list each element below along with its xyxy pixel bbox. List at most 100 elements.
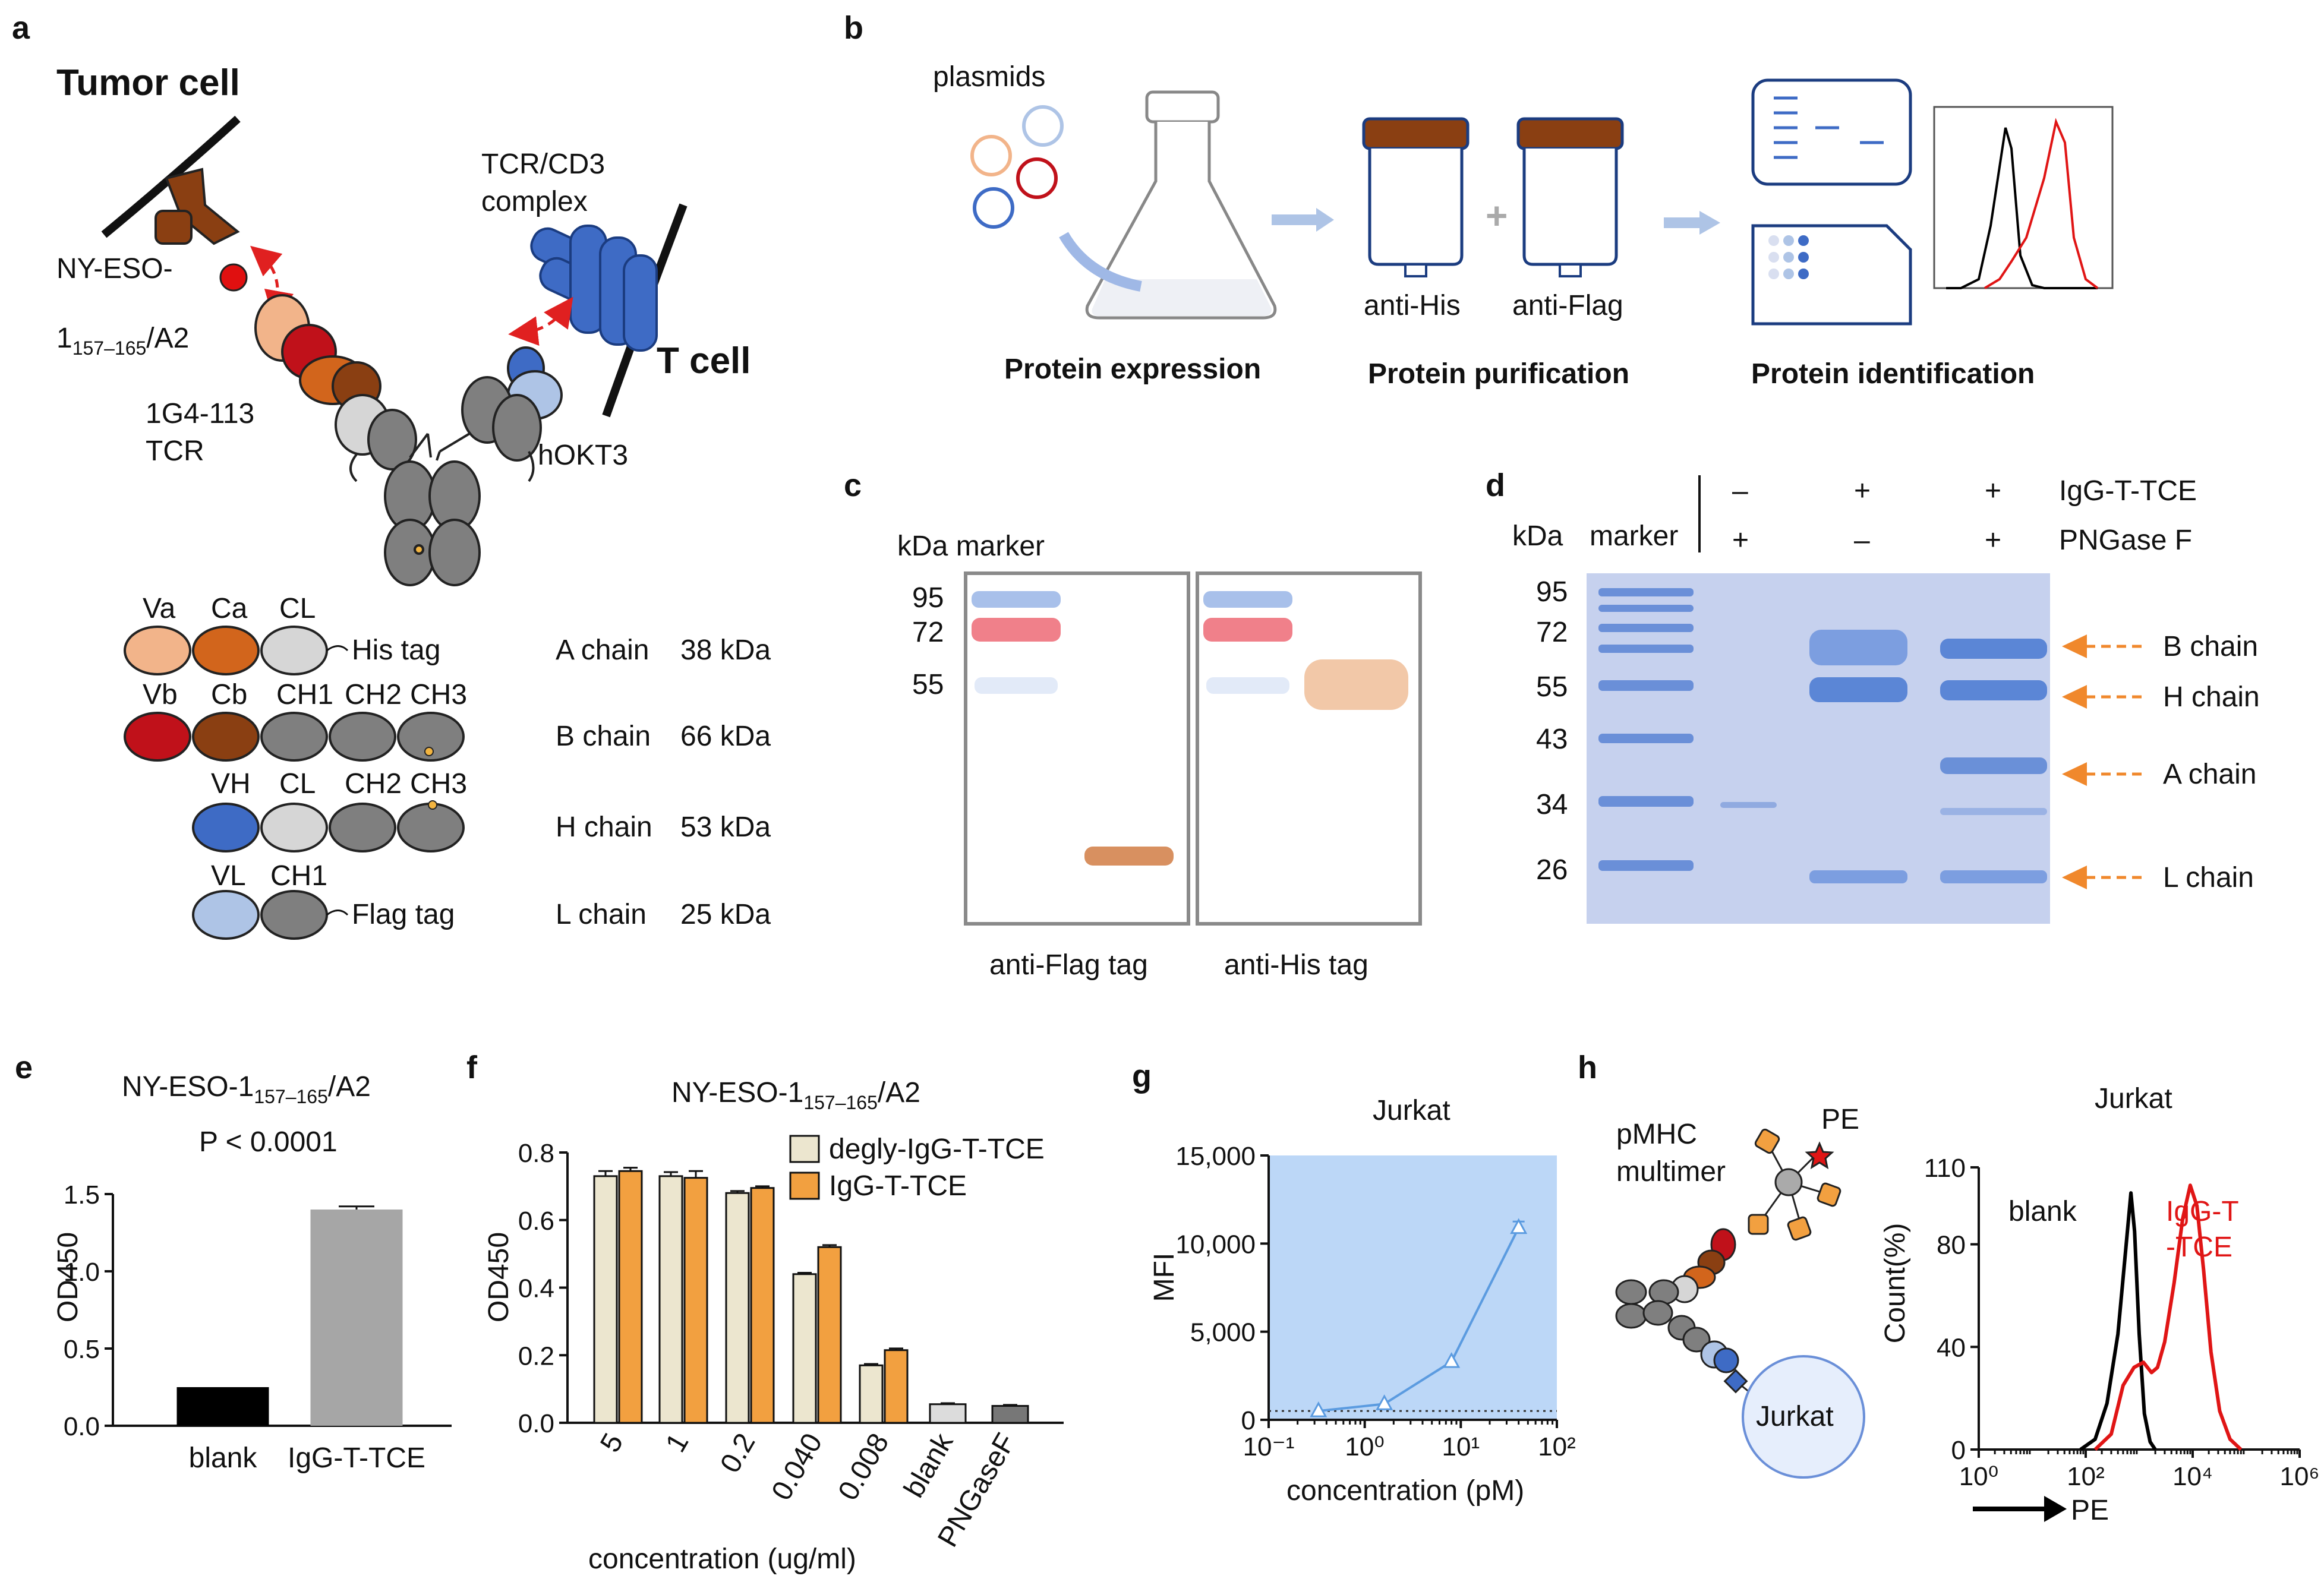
panel-d: d – + + IgG-T-TCE kDa marker + – + PNGas… xyxy=(1486,468,2260,924)
chain-h-label: H chain xyxy=(556,811,652,843)
flag-column-icon xyxy=(1516,117,1624,277)
igg-t-tce-molecule-icon xyxy=(254,294,563,586)
chart-g-ylabel: MFI xyxy=(1149,1253,1180,1302)
chart-f-xtick-label: blank xyxy=(898,1428,960,1503)
lane1-row2: + xyxy=(1732,525,1749,556)
domain-cb: Cb xyxy=(211,679,247,711)
chart-f-xtick-label: 0.2 xyxy=(714,1428,761,1478)
gel-mw-55: 55 xyxy=(1536,671,1568,703)
band-label-b: B chain xyxy=(2163,631,2258,662)
chart-g-line xyxy=(1318,1227,1520,1413)
antigen-subscript: 157–165 xyxy=(72,337,147,359)
chart-f-title-main: NY-ESO-1 xyxy=(671,1077,803,1109)
gel-marker-lane xyxy=(1598,588,1694,871)
chart-e-xtick-label: blank xyxy=(189,1442,258,1474)
step-expression: Protein expression xyxy=(1004,353,1261,385)
domain-vl: VL xyxy=(211,860,246,892)
peptide-icon xyxy=(219,263,248,292)
lane3-row1: + xyxy=(1985,475,2001,507)
chart-f-ylabel: OD450 xyxy=(483,1232,515,1322)
chart-f-bar xyxy=(991,1405,1029,1424)
hole-icon xyxy=(428,800,437,810)
chart-g-ytick-label: 5,000 xyxy=(1190,1318,1256,1347)
antigen-label-2: 1157–165/A2 xyxy=(56,323,189,359)
chart-f-ytick-label: 0.2 xyxy=(518,1341,554,1371)
panel-f-label: f xyxy=(466,1050,478,1085)
pmhc-label-1: pMHC xyxy=(1616,1119,1697,1150)
blot-label-his: anti-His tag xyxy=(1224,949,1368,981)
chart-h-ytick-label: 40 xyxy=(1937,1333,1966,1362)
chart-g-ytick-label: 15,000 xyxy=(1175,1142,1256,1171)
tcr-cd3-label-1: TCR/CD3 xyxy=(481,149,605,180)
chart-f-xlabel: concentration (ug/ml) xyxy=(588,1543,856,1575)
lane3-row2: + xyxy=(1985,525,2001,556)
plasmids-label: plasmids xyxy=(933,61,1045,93)
tcr-cd3-complex-icon xyxy=(530,225,658,352)
lane3-bands xyxy=(1940,639,2047,883)
chart-h-xtick-label: 10⁴ xyxy=(2172,1462,2213,1491)
chart-e-ytick-label: 1.5 xyxy=(64,1180,100,1210)
gel-mw-34: 34 xyxy=(1536,789,1568,820)
chart-h-ytick-label: 80 xyxy=(1937,1231,1966,1260)
chart-g-plot-background xyxy=(1269,1155,1557,1420)
domain-vb: Vb xyxy=(143,679,178,711)
blot-marker-95: 95 xyxy=(912,582,944,614)
chart-f-bar xyxy=(792,1273,817,1424)
chain-h-vh xyxy=(192,803,260,852)
chart-e-ytick-label: 0.5 xyxy=(64,1335,100,1364)
hokt3-label: hOKT3 xyxy=(538,440,628,471)
domain-ch1-l: CH1 xyxy=(270,860,327,892)
blot-header: kDa marker xyxy=(897,531,1045,562)
his-marker-band-95 xyxy=(1203,591,1292,608)
panel-h-label: h xyxy=(1578,1050,1597,1085)
band-label-a: A chain xyxy=(2163,759,2256,790)
flag-sample-band xyxy=(1084,847,1174,866)
domain-ch2: CH2 xyxy=(345,679,402,711)
chain-b-mass: 66 kDa xyxy=(680,721,771,752)
chart-f-title-suffix: /A2 xyxy=(878,1077,920,1109)
chain-a-ca xyxy=(192,626,260,675)
flag-tag-label: Flag tag xyxy=(352,899,455,930)
antigen-digit: 1 xyxy=(56,323,72,354)
chain-h-ch2 xyxy=(329,803,396,852)
flow-arrow-1 xyxy=(1059,232,1142,292)
chart-f-legend-label: IgG-T-TCE xyxy=(829,1170,967,1202)
blot-marker-55: 55 xyxy=(912,669,944,700)
column-anti-flag: anti-Flag xyxy=(1512,290,1623,321)
chain-l-vl xyxy=(192,890,260,940)
chart-f-legend-label: degly-IgG-T-TCE xyxy=(829,1133,1045,1165)
flag-marker-band-95 xyxy=(972,591,1061,608)
chain-b-ch1 xyxy=(260,712,328,762)
domain-va: Va xyxy=(143,593,175,624)
chart-f-bar xyxy=(618,1170,643,1424)
gel-marker-label: marker xyxy=(1590,520,1678,552)
chart-g-point xyxy=(1376,1394,1393,1410)
chart-e-bar xyxy=(176,1387,269,1426)
chart-f-bar xyxy=(817,1246,842,1424)
chain-a-label: A chain xyxy=(556,634,649,666)
chain-legend: Va Ca CL His tag A chain 38 kDa Vb Cb CH… xyxy=(124,593,771,940)
panel-h: h pMHC multimer PE xyxy=(1578,1050,2320,1526)
chart-e-title-main: NY-ESO-1 xyxy=(122,1071,254,1103)
chain-a-mass: 38 kDa xyxy=(680,634,771,666)
chart-f-xtick-label: 5 xyxy=(594,1428,629,1458)
chart-h-ytick-label: 110 xyxy=(1924,1154,1966,1183)
pmhc-multimer-icon xyxy=(1748,1128,1841,1241)
tcr-name-1: 1G4-113 xyxy=(146,398,254,430)
pmhc-label-2: multimer xyxy=(1616,1156,1726,1188)
domain-ca: Ca xyxy=(211,593,248,624)
chart-g-xtick-label: 10² xyxy=(1538,1432,1576,1461)
chain-l-ch1 xyxy=(260,890,328,940)
chart-f-title-sub: 157–165 xyxy=(803,1092,878,1113)
mhc-b2m-icon xyxy=(154,210,193,245)
chart-g-xtick-label: 10⁻¹ xyxy=(1243,1432,1295,1461)
panel-b-label: b xyxy=(844,10,863,46)
chart-e-title-suffix: /A2 xyxy=(328,1071,371,1103)
chart-f-bar xyxy=(725,1192,750,1424)
chart-h-ylabel: Count(%) xyxy=(1880,1223,1911,1344)
chart-e-xtick-label: IgG-T-TCE xyxy=(288,1442,425,1474)
chain-b-label: B chain xyxy=(556,721,651,752)
step-identification: Protein identification xyxy=(1751,358,2035,390)
tcr-cd3-label-2: complex xyxy=(481,186,588,217)
antigen-label-1: NY-ESO- xyxy=(56,253,173,285)
